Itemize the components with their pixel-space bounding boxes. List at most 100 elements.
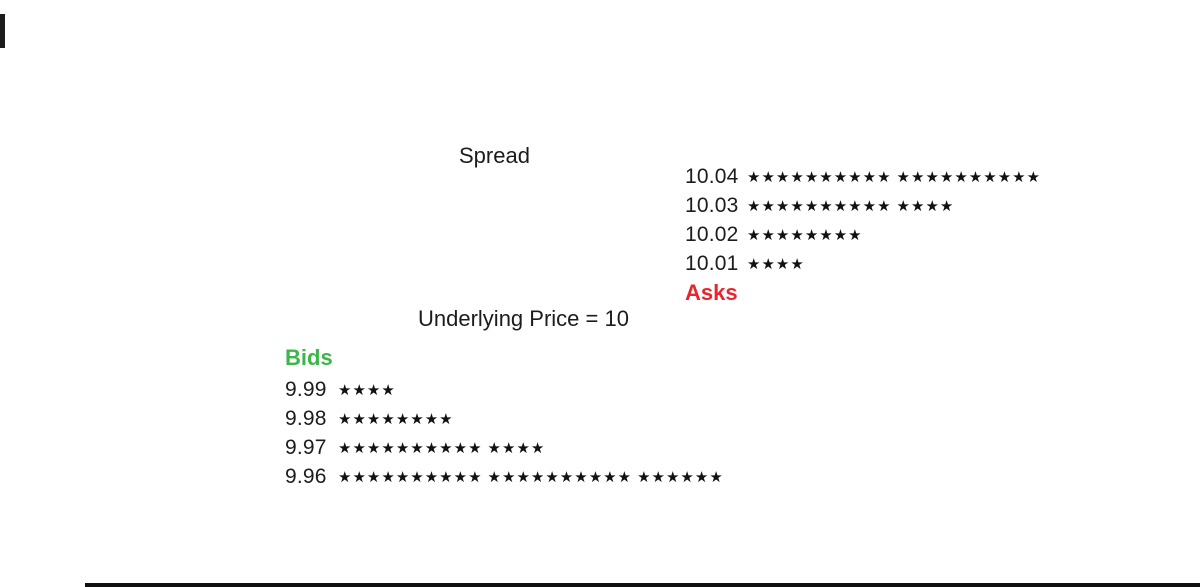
bid-row: 9.99★★★★ bbox=[285, 375, 724, 404]
star-icon: ★ bbox=[588, 469, 603, 486]
bottom-border-bar bbox=[85, 583, 1200, 587]
star-icon: ★ bbox=[366, 469, 381, 486]
star-icon: ★ bbox=[637, 469, 651, 486]
star-icon: ★ bbox=[761, 198, 775, 215]
star-icon: ★ bbox=[804, 169, 819, 186]
star-icon: ★ bbox=[501, 469, 516, 486]
star-icon: ★ bbox=[395, 440, 410, 457]
star-icon: ★ bbox=[833, 227, 848, 244]
star-icon: ★ bbox=[352, 382, 366, 399]
star-icon: ★ bbox=[410, 469, 424, 486]
star-icon: ★ bbox=[424, 469, 439, 486]
star-icon: ★ bbox=[804, 227, 819, 244]
star-icon: ★ bbox=[747, 169, 761, 186]
star-icon: ★ bbox=[925, 198, 939, 215]
star-icon: ★ bbox=[819, 198, 833, 215]
star-icon: ★ bbox=[381, 382, 395, 399]
star-icon: ★ bbox=[819, 227, 833, 244]
star-icon: ★ bbox=[804, 198, 819, 215]
star-icon: ★ bbox=[468, 440, 482, 457]
size-stars: ★★★★★★★★★★★★★★ bbox=[338, 439, 545, 456]
bids-label: Bids bbox=[285, 345, 333, 370]
star-icon: ★ bbox=[381, 440, 395, 457]
star-icon: ★ bbox=[352, 411, 366, 428]
size-stars: ★★★★★★★★ bbox=[338, 410, 454, 427]
star-icon: ★ bbox=[487, 440, 501, 457]
star-icon: ★ bbox=[968, 169, 983, 186]
star-icon: ★ bbox=[910, 198, 925, 215]
ask-row: 10.02★★★★★★★★ bbox=[685, 220, 1041, 249]
star-icon: ★ bbox=[453, 469, 468, 486]
star-icon: ★ bbox=[790, 169, 804, 186]
asks-price-ladder: 10.04★★★★★★★★★★★★★★★★★★★★10.03★★★★★★★★★★… bbox=[685, 162, 1041, 278]
star-icon: ★ bbox=[516, 440, 530, 457]
star-icon: ★ bbox=[516, 469, 530, 486]
star-icon: ★ bbox=[680, 469, 694, 486]
star-icon: ★ bbox=[366, 411, 381, 428]
star-icon: ★ bbox=[775, 198, 790, 215]
price-label: 9.97 bbox=[285, 435, 327, 459]
star-icon: ★ bbox=[761, 169, 775, 186]
star-icon: ★ bbox=[338, 411, 352, 428]
ask-row: 10.04 ★★★★★★★★★★★★★★★★★★★★ bbox=[685, 162, 1041, 191]
star-icon: ★ bbox=[381, 469, 395, 486]
size-stars: ★★★★★★★★★★★★★★ bbox=[747, 197, 954, 214]
star-icon: ★ bbox=[761, 227, 775, 244]
price-label: 10.04 bbox=[685, 164, 739, 188]
star-icon: ★ bbox=[559, 469, 574, 486]
star-icon: ★ bbox=[848, 227, 862, 244]
star-icon: ★ bbox=[366, 382, 381, 399]
star-icon: ★ bbox=[790, 198, 804, 215]
star-icon: ★ bbox=[848, 169, 862, 186]
left-edge-artifact bbox=[0, 14, 5, 48]
star-icon: ★ bbox=[833, 169, 848, 186]
star-icon: ★ bbox=[833, 198, 848, 215]
star-icon: ★ bbox=[747, 256, 761, 273]
bids-price-ladder: 9.99★★★★9.98★★★★★★★★9.97★★★★★★★★★★★★★★9.… bbox=[285, 375, 724, 491]
star-icon: ★ bbox=[1026, 169, 1041, 186]
star-icon: ★ bbox=[574, 469, 588, 486]
price-label: 10.03 bbox=[685, 193, 739, 217]
star-icon: ★ bbox=[453, 440, 468, 457]
star-icon: ★ bbox=[709, 469, 723, 486]
star-icon: ★ bbox=[775, 169, 790, 186]
star-icon: ★ bbox=[819, 169, 833, 186]
ask-row: 10.03 ★★★★★★★★★★★★★★ bbox=[685, 191, 1041, 220]
size-stars: ★★★★★★★★★★★★★★★★★★★★ bbox=[747, 168, 1041, 185]
star-icon: ★ bbox=[410, 440, 424, 457]
star-icon: ★ bbox=[775, 227, 790, 244]
star-icon: ★ bbox=[338, 382, 352, 399]
star-icon: ★ bbox=[954, 169, 968, 186]
underlying-price-label: Underlying Price = 10 bbox=[418, 306, 629, 331]
asks-label: Asks bbox=[685, 280, 738, 305]
star-icon: ★ bbox=[424, 411, 439, 428]
price-label: 10.01 bbox=[685, 251, 739, 275]
star-icon: ★ bbox=[352, 440, 366, 457]
bid-row: 9.96★★★★★★★★★★★★★★★★★★★★★★★★★★ bbox=[285, 462, 724, 491]
star-icon: ★ bbox=[862, 169, 877, 186]
star-icon: ★ bbox=[694, 469, 709, 486]
star-icon: ★ bbox=[439, 411, 453, 428]
star-icon: ★ bbox=[747, 227, 761, 244]
star-icon: ★ bbox=[424, 440, 439, 457]
star-icon: ★ bbox=[761, 256, 775, 273]
star-icon: ★ bbox=[747, 198, 761, 215]
star-icon: ★ bbox=[366, 440, 381, 457]
star-icon: ★ bbox=[1012, 169, 1026, 186]
star-icon: ★ bbox=[395, 469, 410, 486]
price-label: 10.02 bbox=[685, 222, 739, 246]
star-icon: ★ bbox=[896, 169, 910, 186]
star-icon: ★ bbox=[530, 469, 545, 486]
star-icon: ★ bbox=[530, 440, 545, 457]
star-icon: ★ bbox=[338, 469, 352, 486]
star-icon: ★ bbox=[790, 227, 804, 244]
star-icon: ★ bbox=[501, 440, 516, 457]
star-icon: ★ bbox=[545, 469, 559, 486]
star-icon: ★ bbox=[997, 169, 1012, 186]
star-icon: ★ bbox=[790, 256, 804, 273]
star-icon: ★ bbox=[775, 256, 790, 273]
star-icon: ★ bbox=[338, 440, 352, 457]
star-icon: ★ bbox=[848, 198, 862, 215]
size-stars: ★★★★★★★★★★★★★★★★★★★★★★★★★★ bbox=[338, 468, 724, 485]
